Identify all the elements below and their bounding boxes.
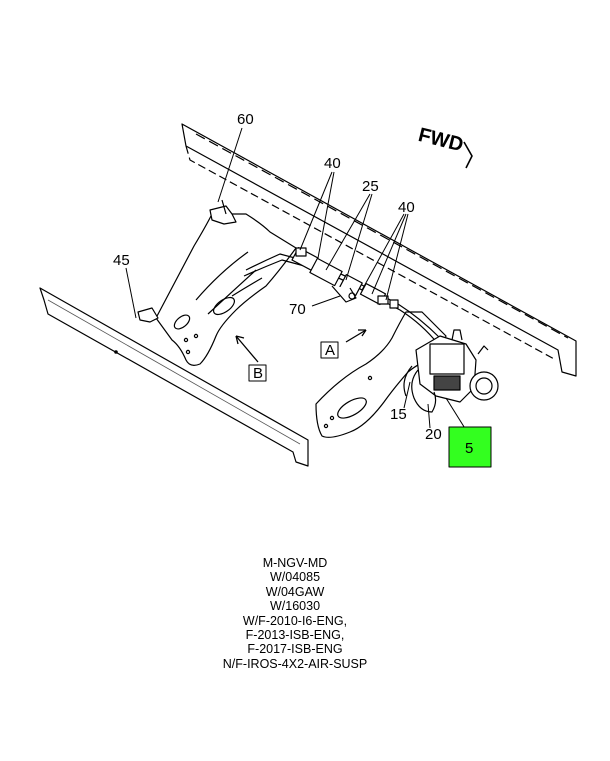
pointer-arrows [235, 329, 367, 363]
highlight-box-5[interactable] [448, 426, 492, 468]
callout-70[interactable]: 70 [289, 301, 306, 318]
callout-b[interactable]: B [253, 365, 263, 382]
caption-line: W/04085 [269, 570, 321, 585]
caption-line: W/F-2010-I6-ENG, [242, 613, 348, 628]
component-5 [415, 329, 499, 403]
frame-rail-right [181, 123, 577, 377]
caption-line: M-NGV-MD [262, 556, 328, 570]
label-box-a [320, 341, 339, 359]
caption-line: W/16030 [269, 599, 321, 614]
caption-line: W/04GAW [265, 584, 325, 599]
callout-25[interactable]: 25 [362, 178, 379, 195]
bracket-45 [137, 307, 159, 323]
crossmember-b [155, 213, 297, 366]
frame-rail-left [39, 287, 309, 467]
callout-15[interactable]: 15 [390, 406, 407, 423]
applicability-caption: M-NGV-MD W/04085 W/04GAW W/16030 W/F-201… [0, 556, 590, 671]
label-box-b [248, 364, 267, 382]
callout-40-left[interactable]: 40 [324, 155, 341, 172]
hoses-15-20 [403, 365, 437, 413]
callout-45[interactable]: 45 [113, 252, 130, 269]
callout-60[interactable]: 60 [237, 111, 254, 128]
bracket-60 [209, 199, 237, 225]
fwd-label: FWD [416, 124, 466, 156]
leader-lines [125, 127, 467, 431]
caption-line: F-2013-ISB-ENG, [245, 628, 345, 643]
caption-line: F-2017-ISB-ENG [247, 642, 343, 657]
caption-line: N/F-IROS-4X2-AIR-SUSP [222, 656, 368, 671]
fwd-arrow [463, 141, 473, 169]
callout-20[interactable]: 20 [425, 426, 442, 443]
callout-40-right[interactable]: 40 [398, 199, 415, 216]
clips-40 [295, 247, 399, 309]
callout-5[interactable]: 5 [465, 440, 473, 457]
callout-a[interactable]: A [325, 342, 335, 359]
